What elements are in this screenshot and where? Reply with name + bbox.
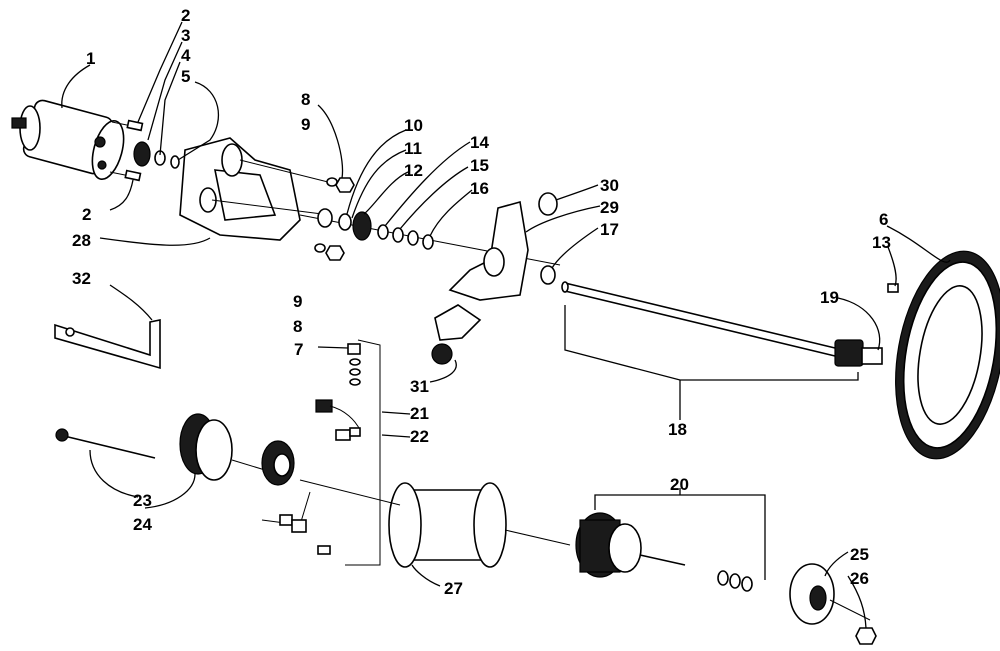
fasteners-bottom [314,243,345,261]
fasteners-top [326,177,355,193]
callout-16: 16 [470,179,489,198]
callout-18: 18 [668,420,687,439]
callout-1: 1 [86,49,95,68]
callout-8-top: 8 [301,90,310,109]
callout-9-bottom: 9 [293,292,302,311]
callout-14: 14 [470,133,489,152]
knob [431,304,482,365]
leader-lines [61,21,951,629]
callout-9-top: 9 [301,115,310,134]
lever-bracket [448,192,558,301]
mount-bolts [109,119,144,182]
housing-bracket [179,137,341,241]
callout-6: 6 [879,210,888,229]
armature [575,512,753,592]
brush-plate [261,440,331,555]
callout-23: 23 [133,491,152,510]
callout-31: 31 [410,377,429,396]
callout-29: 29 [600,198,619,217]
callout-12: 12 [404,161,423,180]
callout-26: 26 [850,569,869,588]
callout-28: 28 [72,231,91,250]
callout-5: 5 [181,67,190,86]
callout-17: 17 [600,220,619,239]
callout-22: 22 [410,427,429,446]
callout-3: 3 [181,26,190,45]
drive-shaft [561,281,883,367]
callout-13: 13 [872,233,891,252]
callout-10: 10 [404,116,423,135]
callout-27: 27 [444,579,463,598]
callout-25: 25 [850,545,869,564]
callout-2-top: 2 [181,6,190,25]
callout-8-bottom: 8 [293,317,302,336]
end-plate [789,563,877,645]
callout-30: 30 [600,176,619,195]
callout-4: 4 [181,46,191,65]
callout-2-bottom: 2 [82,205,91,224]
ring-gear [887,250,1000,460]
l-bracket [54,319,161,370]
callout-7: 7 [294,340,303,359]
callout-11: 11 [404,139,422,158]
brush-assembly [315,339,381,566]
drive-gear [133,141,180,169]
callout-15: 15 [470,156,489,175]
field-housing [299,479,571,568]
callout-20: 20 [670,475,689,494]
starter-motor [11,99,125,181]
callout-24: 24 [133,515,152,534]
end-cap [179,413,266,481]
callout-21: 21 [410,404,429,423]
callout-labels: 1 2 3 4 5 2 28 8 9 9 8 10 11 12 14 15 16… [72,6,891,598]
callout-32: 32 [72,269,91,288]
callout-19: 19 [820,288,839,307]
through-bolt [55,428,156,459]
